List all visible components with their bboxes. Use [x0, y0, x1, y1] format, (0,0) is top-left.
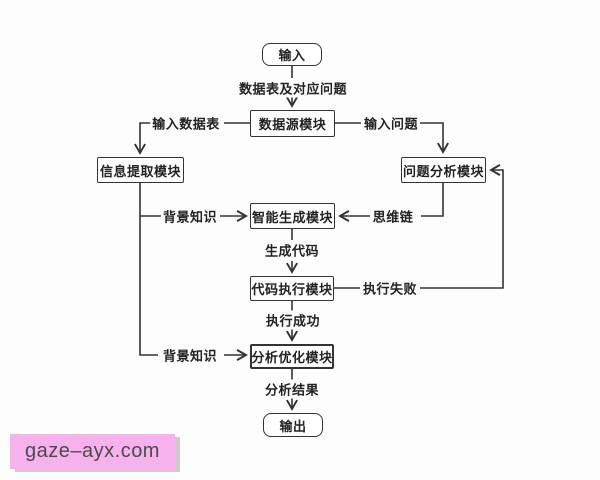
- edge-label-input-question: 输入问题: [361, 113, 421, 133]
- edge-label-dataset-and-questions: 数据表及对应问题: [236, 78, 350, 98]
- edge-label-background-knowledge-bottom: 背景知识: [160, 345, 220, 365]
- edge-input-dataset-to-info-extract: [134, 122, 153, 155]
- node-output: 输出: [263, 413, 323, 437]
- edge-label-generate-code: 生成代码: [262, 240, 322, 260]
- edge-label-execution-failed: 执行失败: [360, 278, 420, 298]
- node-info-extraction-module: 信息提取模块: [97, 157, 184, 183]
- node-data-source-module: 数据源模块: [250, 110, 335, 137]
- node-input: 输入: [262, 43, 322, 66]
- edge-question-analysis-to-chain: [421, 183, 444, 217]
- flow-edges: [134, 66, 504, 411]
- node-code-execution-module: 代码执行模块: [250, 276, 334, 301]
- edge-failed-loop-to-question-analysis: [420, 164, 504, 289]
- edge-info-extract-trunk: [139, 183, 158, 356]
- node-intelligent-generation-module: 智能生成模块: [250, 203, 335, 229]
- edge-label-execution-success: 执行成功: [263, 310, 323, 330]
- edge-label-chain-of-thought: 思维链: [370, 206, 416, 226]
- watermark-badge: gaze–ayx.com: [10, 434, 175, 469]
- node-analysis-optimization-module: 分析优化模块: [250, 344, 334, 369]
- edge-label-background-knowledge-top: 背景知识: [160, 206, 220, 226]
- edge-input-question-to-question-analysis: [420, 122, 449, 154]
- node-question-analysis-module: 问题分析模块: [401, 157, 486, 183]
- edge-label-analysis-result: 分析结果: [262, 379, 322, 399]
- edge-label-input-dataset: 输入数据表: [150, 113, 222, 133]
